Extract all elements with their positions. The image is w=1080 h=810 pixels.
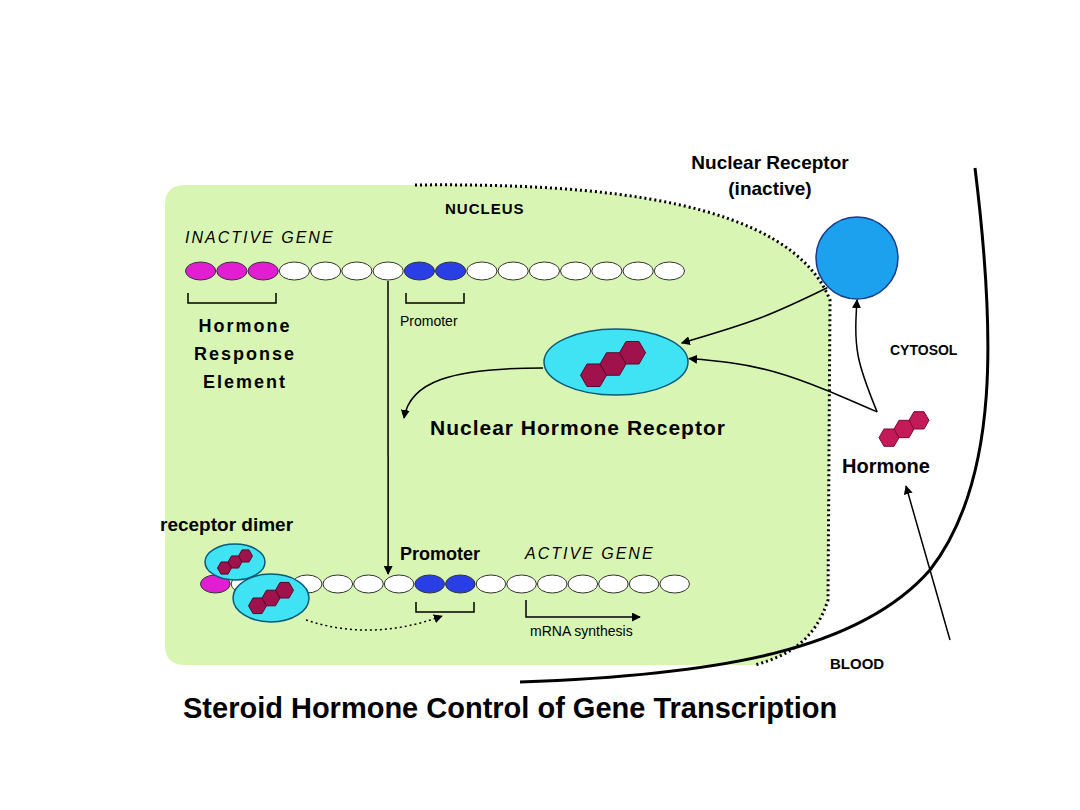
hormone-hexagon [620, 341, 646, 364]
text-holder: CYTOSOL [890, 342, 957, 358]
dna-strand: INACTIVE GENE [185, 261, 685, 281]
hormone-hexagon [909, 412, 929, 429]
receptor-body [205, 544, 265, 580]
dna-bead [311, 262, 341, 280]
text-holder: NUCLEUS [445, 200, 525, 217]
dna-bead [354, 575, 384, 593]
text-holder: ACTIVE GENE [525, 545, 655, 563]
text-holder: Hormone [842, 455, 930, 478]
blood-arrow [906, 486, 950, 640]
dna-bead [186, 262, 216, 280]
hormone-molecule-label: Hormone [842, 455, 930, 478]
dna-strand-label: INACTIVE GENE [185, 229, 335, 247]
dna-bead [248, 262, 278, 280]
dna-bead [529, 262, 559, 280]
text-holder: Promoter [400, 544, 480, 565]
dna-bead [654, 262, 684, 280]
dna-bead [342, 262, 372, 280]
element-label: Hormone Response Element [175, 312, 315, 396]
hormone-molecule: Hormone [862, 405, 946, 451]
nucleus-fill [165, 185, 830, 665]
hormone-molecule-outline [862, 405, 946, 451]
text-holder: Promoter [400, 313, 458, 329]
text-holder: Hormone Response Element [175, 312, 315, 396]
dna-bead [217, 262, 247, 280]
promoter-label: Promoter [400, 544, 480, 565]
dna-bead [623, 262, 653, 280]
dna-bead [279, 262, 309, 280]
receptor-circle: Nuclear Receptor (inactive) [815, 216, 899, 300]
text-holder: mRNA synthesis [530, 623, 633, 639]
text-holder: receptor dimer [160, 514, 293, 536]
dna-bead [323, 575, 353, 593]
dna-bead [568, 575, 598, 593]
text-holder: Nuclear Receptor (inactive) [660, 150, 880, 202]
receptor-complex: Nuclear Hormone Receptor [543, 328, 689, 396]
nuclear-envelope [415, 185, 830, 665]
receptor-circle-label: Nuclear Receptor (inactive) [660, 150, 880, 202]
dna-bead [384, 575, 414, 593]
region-label: BLOOD [830, 655, 884, 672]
diagram-title: Steroid Hormone Control of Gene Transcri… [183, 692, 837, 725]
receptor-circle-outline [815, 216, 899, 300]
receptor-body [544, 329, 688, 395]
nucleus-region: NUCLEUS INACTIVE GENE Nuclear Hormone Rece… [160, 180, 850, 670]
dna-bead [476, 575, 506, 593]
dna-strand-outline [185, 261, 685, 281]
dna-bead [537, 575, 567, 593]
region-label: CYTOSOL [890, 342, 957, 358]
dna-bead [599, 575, 629, 593]
text-holder: INACTIVE GENE [185, 229, 335, 247]
dna-bead [467, 262, 497, 280]
dna-strand-label: ACTIVE GENE [525, 545, 655, 563]
text-holder: Steroid Hormone Control of Gene Transcri… [183, 692, 837, 725]
dna-bead [498, 262, 528, 280]
hormone-hexagon [239, 550, 253, 562]
dna-bead [561, 262, 591, 280]
dna-bead [404, 262, 434, 280]
receptor-dimer: receptor dimer [203, 543, 323, 633]
process-label: mRNA synthesis [530, 623, 633, 639]
dna-bead [446, 575, 476, 593]
dna-bead [507, 575, 537, 593]
dna-bead [415, 575, 445, 593]
receptor-body [816, 217, 898, 299]
nucleus-region-label: NUCLEUS [445, 200, 525, 217]
dna-bead [660, 575, 690, 593]
dna-bead [629, 575, 659, 593]
receptor-dimer-outline [203, 543, 323, 633]
dna-bead [592, 262, 622, 280]
receptor-complex-outline [543, 328, 689, 396]
dna-bead [373, 262, 403, 280]
receptor-body [233, 574, 309, 622]
flow-arrow [387, 281, 389, 574]
hormone-hexagon [276, 582, 294, 598]
flow-arrow [856, 300, 877, 412]
text-holder: Nuclear Hormone Receptor [430, 416, 726, 440]
dna-bead [436, 262, 466, 280]
text-holder: BLOOD [830, 655, 884, 672]
promoter-label: Promoter [400, 313, 458, 329]
receptor-dimer-label: receptor dimer [160, 514, 293, 536]
receptor-complex-label: Nuclear Hormone Receptor [430, 416, 726, 440]
